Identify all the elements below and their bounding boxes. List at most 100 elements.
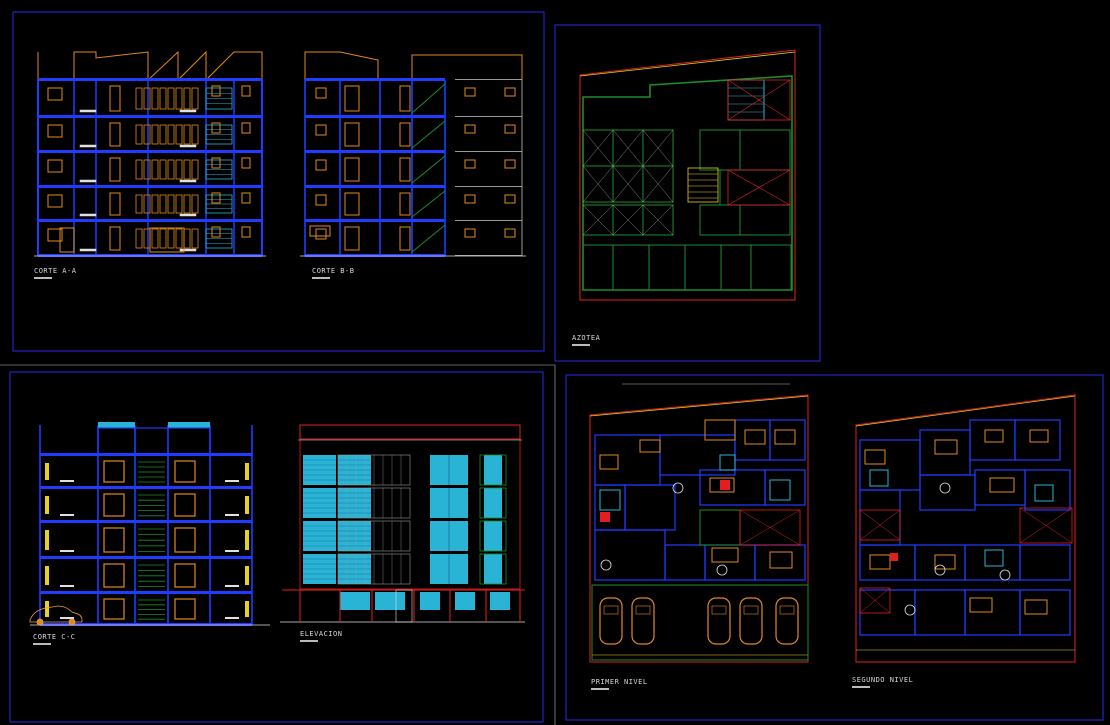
furniture [79,144,97,148]
window [245,463,249,480]
slab [38,115,262,118]
bed [774,429,796,445]
cabinet [191,124,199,145]
roof-cell [719,169,791,206]
door [399,157,411,182]
stair [411,190,446,218]
bed [599,454,619,470]
slab [305,185,445,188]
roof-cell [739,204,791,236]
void [739,509,801,546]
door [103,493,125,517]
window [47,228,63,242]
window [315,194,327,206]
cabinet [135,124,143,145]
room [969,419,1016,461]
void-x [859,587,891,614]
furniture [179,248,197,252]
slab [40,623,252,626]
room [664,544,706,581]
cabinet [167,194,175,214]
cabinet [183,228,191,249]
corte-c-c-section [29,422,270,626]
stairwell [699,509,741,546]
window [241,192,251,204]
bathroom [599,489,621,511]
bathroom [869,469,889,487]
door [399,226,411,251]
cabinet [175,124,183,145]
stairwell [687,167,719,203]
corte-a-a-section [34,50,266,257]
window [241,226,251,238]
bed [869,554,891,570]
parking-bays [591,584,809,661]
storefront [375,592,405,610]
glass-panel [484,554,502,584]
window [309,225,331,237]
cabinet [159,124,167,145]
sheet-dividers [0,364,556,725]
roof-cells [582,79,792,301]
window [45,601,49,617]
sheet-frame-cortes [12,11,545,352]
window [504,194,516,204]
room [859,589,916,636]
bed [934,439,958,455]
roof-cell [612,244,650,291]
cabinet [183,124,191,145]
door [103,598,125,620]
bathroom [719,454,736,471]
slab [305,219,445,222]
room [1019,589,1071,636]
window [315,87,327,99]
frame [479,520,507,552]
view-title-azotea: AZOTEA [572,334,600,346]
room [764,469,806,506]
cabinet [159,228,167,249]
cabinet [191,228,199,249]
sheet-frame-plantas [565,374,1104,721]
window [211,192,221,204]
skylight-x [727,169,791,206]
window [464,194,476,204]
windshield [635,605,651,615]
bed [1029,429,1049,443]
cabinet [159,87,167,110]
window [47,124,63,138]
kitchen-mark [600,512,610,522]
door [109,157,121,182]
cabinet [183,194,191,214]
slab [305,115,445,118]
azotea-roof-plan [579,49,796,301]
bed [1024,599,1048,615]
door [344,157,360,182]
room-layout [856,419,1075,651]
bed [769,551,793,569]
roof-cell [750,244,792,291]
window [211,85,221,97]
glass-panel [484,455,502,485]
skylight-x [727,79,791,121]
door [174,563,196,588]
roof-cell [648,244,686,291]
roof-cell [739,129,791,171]
slope [642,204,674,236]
cabinet [143,194,151,214]
cabinet [151,159,159,180]
door [399,85,411,112]
void [859,587,891,614]
cabinet [191,87,199,110]
car-icon [631,597,655,645]
slab [38,254,262,257]
window [47,87,63,101]
slab [38,78,262,81]
bathroom [769,479,791,501]
facade-glazing [298,439,522,585]
window [315,124,327,136]
roof-outline [304,51,523,80]
cabinet [167,87,175,110]
door [109,226,121,251]
void [1019,507,1073,544]
slab [305,78,445,81]
